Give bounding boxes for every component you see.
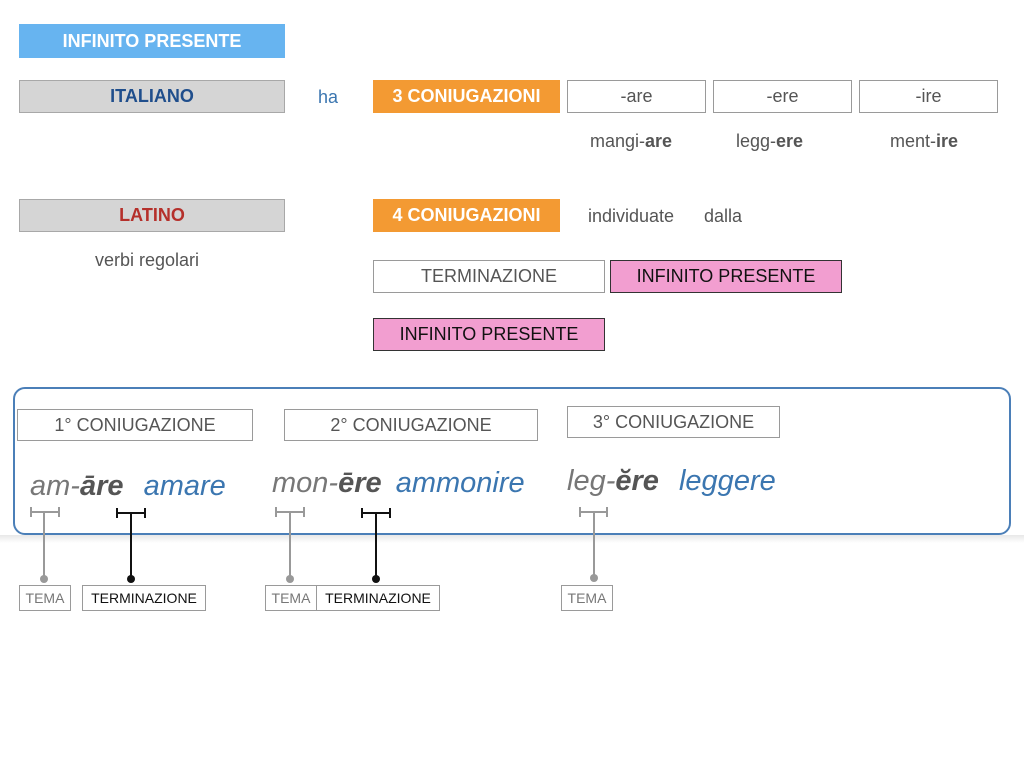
termination-box: TERMINAZIONE [373,260,605,293]
example-ending: are [645,131,673,151]
latin-word-monere: mon-ēre ammonire [272,467,525,500]
infinitive-box-below: INFINITO PRESENTE [373,318,605,351]
terminazione-label-2: TERMINAZIONE [316,585,440,611]
ending-vowel: ē [338,467,355,499]
ending-are: -are [567,80,706,113]
conjugation-panel [13,387,1011,535]
page-title: INFINITO PRESENTE [19,24,285,58]
word-translation: amare [143,470,226,502]
conj-label-3: 3° CONIUGAZIONE [567,406,780,438]
word-translation: leggere [678,465,776,497]
pointer-tema-2 [275,507,305,583]
terminazione-label-1: TERMINAZIONE [82,585,206,611]
tema-label-3: TEMA [561,585,613,611]
latin-word-amare: am-āre amare [30,470,226,503]
latino-label: LATINO [19,199,285,232]
word-ending: āre [80,470,124,502]
conj-label-2: 2° CONIUGAZIONE [284,409,538,441]
conj-label-1: 1° CONIUGAZIONE [17,409,253,441]
tema-label-1: TEMA [19,585,71,611]
tema-label-2: TEMA [265,585,317,611]
word-ending: ĕre [615,465,659,497]
panel-shadow [0,535,1024,543]
word-stem: am- [30,470,80,502]
ending-rest: re [631,465,659,497]
italiano-verb: ha [318,87,339,107]
word-stem: leg- [567,465,616,497]
phrase-dalla: dalla [704,206,743,226]
infinitive-box-right: INFINITO PRESENTE [610,260,842,293]
latin-word-legere: leg-ĕre leggere [567,465,776,498]
latino-conj-count: 4 CONIUGAZIONI [373,199,560,232]
ending-rest: re [354,467,382,499]
example-stem: legg- [736,131,777,151]
example-stem: ment- [890,131,937,151]
example-leggere: legg-ere [736,131,803,152]
ending-ire: -ire [859,80,998,113]
ending-vowel: ĕ [615,465,632,497]
example-mangiare: mangi-are [590,131,672,152]
example-mentire: ment-ire [890,131,958,152]
example-stem: mangi- [590,131,646,151]
pointer-term-1 [116,508,146,583]
italiano-label: ITALIANO [19,80,285,113]
word-translation: ammonire [395,467,525,499]
italiano-conj-count: 3 CONIUGAZIONI [373,80,560,113]
ending-rest: re [96,470,124,502]
pointer-term-2 [361,508,391,583]
latino-note: verbi regolari [95,250,200,270]
pointer-tema-3 [579,507,608,582]
example-ending: ere [776,131,804,151]
ending-vowel: ā [79,470,97,502]
ending-ere: -ere [713,80,852,113]
word-stem: mon- [272,467,339,499]
example-ending: ire [936,131,959,151]
phrase-individuate: individuate [588,206,675,226]
word-ending: ēre [338,467,382,499]
pointer-tema-1 [30,507,60,583]
